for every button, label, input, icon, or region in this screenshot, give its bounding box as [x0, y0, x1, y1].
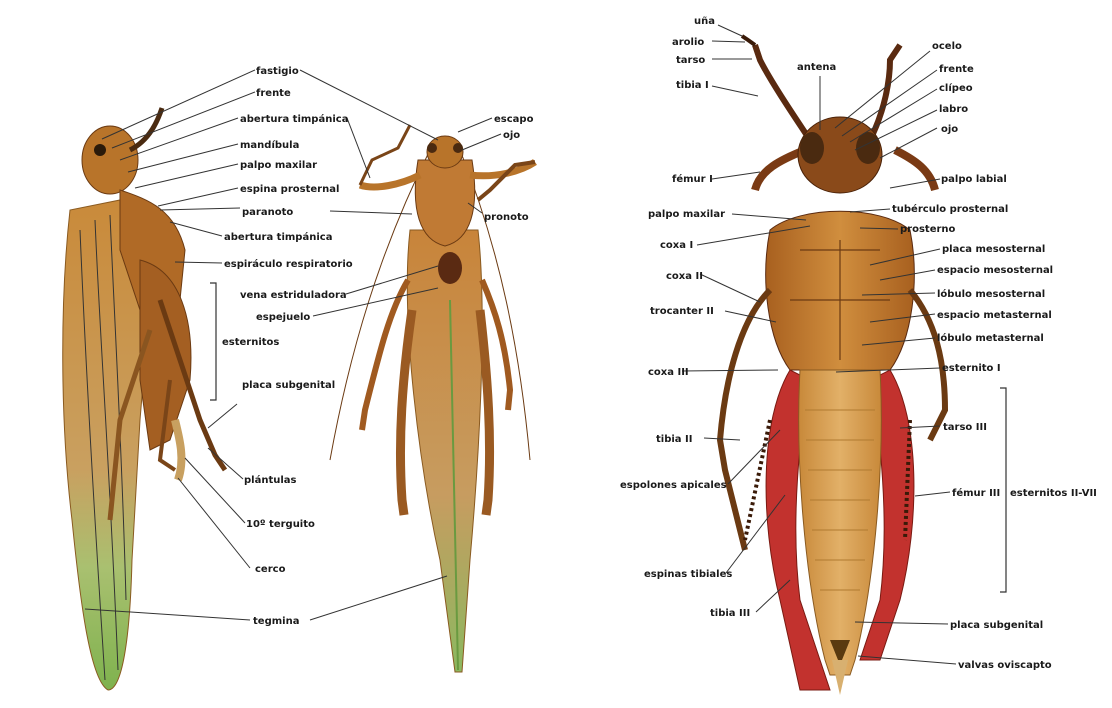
label-esternito-i: esternito I — [942, 363, 1001, 374]
panel-gap — [560, 0, 590, 708]
label-femur-i: fémur I — [672, 173, 713, 185]
label-clipeo: clípeo — [939, 82, 973, 94]
label-abertura-timpanica-top: abertura timpánica — [240, 113, 348, 125]
label-tegmina: tegmina — [253, 616, 299, 627]
label-abertura-timpanica-side: abertura timpánica — [224, 231, 332, 243]
label-paranoto: paranoto — [242, 207, 293, 218]
label-valvas-oviscapto: valvas oviscapto — [958, 660, 1052, 671]
label-coxa-i: coxa I — [660, 240, 693, 251]
ventral-specimen-illustration — [720, 36, 945, 695]
label-palpo-labial: palpo labial — [941, 174, 1007, 185]
label-arolio: arolio — [672, 37, 704, 48]
label-femur-iii: fémur III — [952, 487, 1000, 499]
label-escapo: escapo — [494, 114, 534, 125]
label-espinas-tibiales: espinas tibiales — [644, 569, 732, 580]
label-ojo: ojo — [503, 130, 520, 141]
label-antena: antena — [797, 62, 836, 73]
label-espacio-metasternal: espacio metasternal — [937, 310, 1052, 321]
label-espacio-mesosternal: espacio mesosternal — [937, 265, 1053, 276]
label-mandibula: mandíbula — [240, 139, 299, 151]
label-esternitos: esternitos — [222, 337, 279, 348]
label-esternitos-ii-vii: esternitos II-VII — [1010, 488, 1097, 499]
label-espiraculo-respiratorio: espiráculo respiratorio — [224, 258, 353, 270]
label-espejuelo: espejuelo — [256, 312, 310, 323]
label-tarso-iii: tarso III — [943, 422, 987, 433]
label-cerco: cerco — [255, 564, 286, 575]
label-ocelo: ocelo — [932, 41, 962, 52]
label-fastigio: fastigio — [256, 66, 299, 77]
label-lobulo-mesosternal: lóbulo mesosternal — [937, 288, 1045, 300]
right-panel: uña arolio tarso antena ocelo frente tib… — [620, 16, 1097, 695]
label-vena-estriduladora: vena estriduladora — [240, 290, 347, 301]
label-10-tergito: 10º terguito — [246, 519, 315, 530]
label-placa-mesosternal: placa mesosternal — [942, 244, 1045, 255]
label-espolones-apicales: espolones apicales — [620, 480, 727, 491]
label-labro: labro — [939, 104, 968, 115]
label-lobulo-metasternal: lóbulo metasternal — [937, 332, 1044, 344]
label-tibia-ii: tibia II — [656, 434, 692, 445]
label-plantulas: plántulas — [244, 474, 297, 486]
label-palpo-maxilar: palpo maxilar — [240, 160, 317, 171]
label-tibia-i: tibia I — [676, 80, 709, 91]
label-coxa-ii: coxa II — [666, 271, 703, 282]
label-espina-prosternal: espina prosternal — [240, 184, 339, 195]
label-placa-subgenital-right: placa subgenital — [950, 620, 1043, 631]
label-tibia-iii: tibia III — [710, 608, 750, 619]
label-tarso: tarso — [676, 55, 705, 66]
label-placa-subgenital: placa subgenital — [242, 380, 335, 391]
label-coxa-iii: coxa III — [648, 367, 689, 378]
label-ojo-right: ojo — [941, 124, 958, 135]
label-tuberculo-prosternal: tubérculo prosternal — [892, 203, 1008, 215]
label-prosterno: prosterno — [900, 224, 956, 235]
label-frente-right: frente — [939, 64, 974, 75]
label-trocanter-ii: trocanter II — [650, 306, 714, 317]
label-una: uña — [694, 16, 715, 27]
label-palpo-maxilar-right: palpo maxilar — [648, 209, 725, 220]
left-panel: fastigio frente abertura timpánica escap… — [0, 0, 560, 708]
label-frente: frente — [256, 88, 291, 99]
label-pronoto: pronoto — [484, 212, 529, 223]
